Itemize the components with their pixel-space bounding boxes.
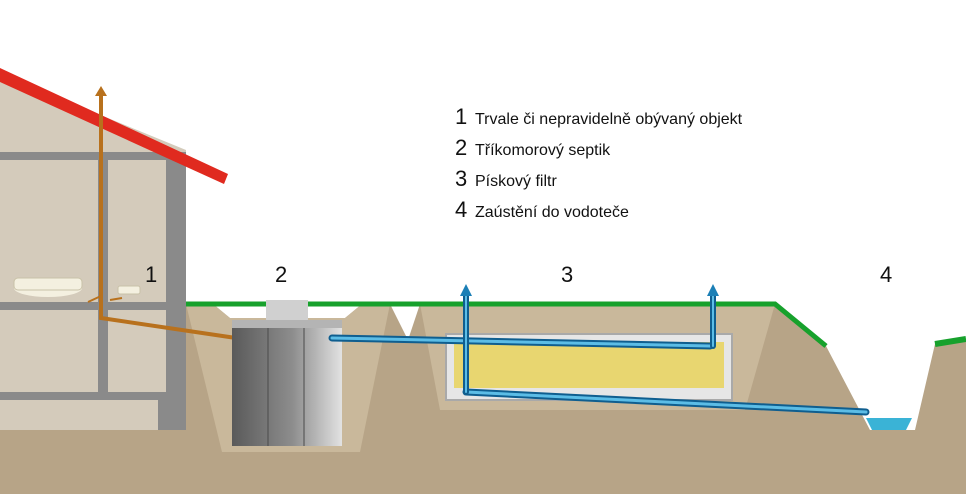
vent-pipe bbox=[99, 92, 237, 340]
legend-text: Zaústění do vodoteče bbox=[475, 204, 629, 221]
legend-number: 2 bbox=[455, 135, 468, 160]
legend-number: 4 bbox=[455, 197, 468, 222]
legend-number: 1 bbox=[455, 104, 468, 129]
septic-tank bbox=[232, 328, 342, 446]
legend-text: Trvale či nepravidelně obývaný objekt bbox=[475, 111, 743, 128]
tank-lid bbox=[266, 300, 308, 322]
house-wall bbox=[0, 74, 186, 430]
legend-item: 2 Tříkomorový septik bbox=[455, 135, 742, 166]
legend-item: 1 Trvale či nepravidelně obývaný objekt bbox=[455, 104, 742, 135]
grass-line-right bbox=[934, 336, 966, 347]
roof bbox=[0, 68, 228, 184]
marker-house: 1 bbox=[145, 262, 158, 287]
tank-top bbox=[232, 320, 342, 328]
vent-arrow-right bbox=[707, 284, 719, 296]
vent-arrow-left bbox=[460, 284, 472, 296]
filter-sand bbox=[454, 342, 724, 388]
marker-sand-filter: 3 bbox=[561, 262, 574, 287]
legend-item: 4 Zaústění do vodoteče bbox=[455, 197, 742, 228]
tank-chambers bbox=[267, 328, 305, 446]
drain-branch bbox=[87, 295, 123, 303]
legend-item: 3 Pískový filtr bbox=[455, 166, 742, 197]
stream-water bbox=[866, 418, 912, 430]
legend: 1 Trvale či nepravidelně obývaný objekt … bbox=[455, 104, 742, 228]
marker-stream-outlet: 4 bbox=[880, 262, 893, 287]
vent-arrow bbox=[95, 86, 107, 96]
bathtub-body bbox=[13, 277, 83, 291]
grass-line bbox=[186, 301, 828, 348]
legend-text: Pískový filtr bbox=[475, 173, 557, 190]
legend-text: Tříkomorový septik bbox=[475, 142, 611, 159]
marker-septic-tank: 2 bbox=[275, 262, 288, 287]
sink bbox=[117, 285, 141, 295]
water-pipes bbox=[328, 293, 870, 416]
legend-number: 3 bbox=[455, 166, 468, 191]
